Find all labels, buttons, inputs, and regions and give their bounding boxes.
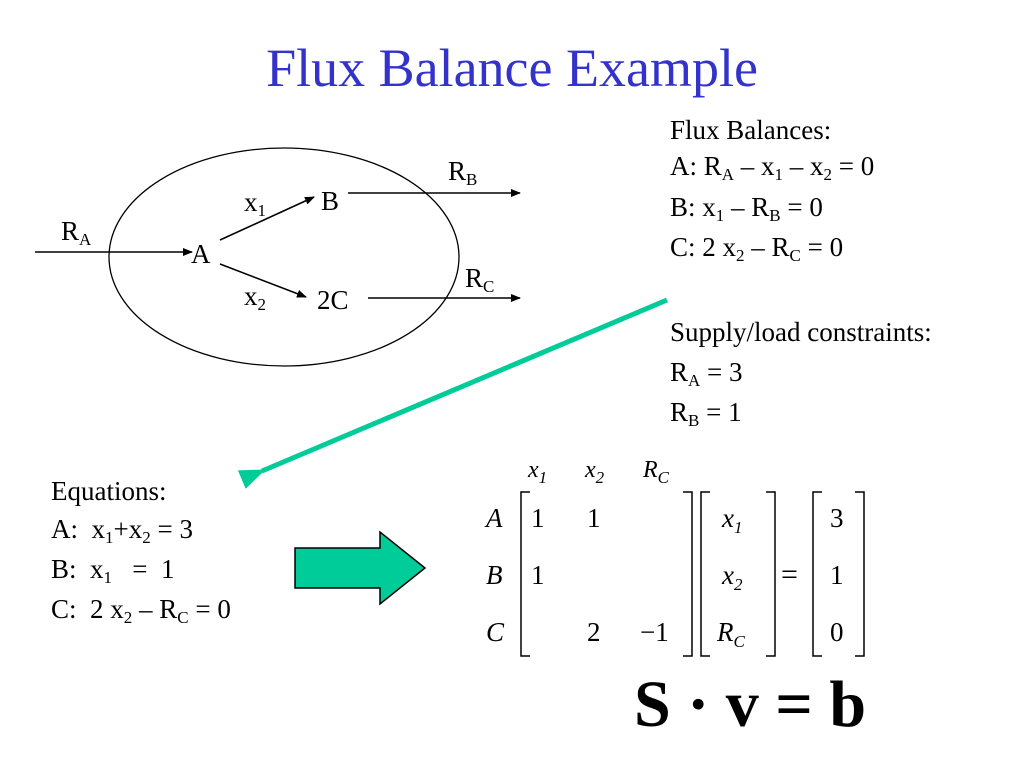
- node-b: B: [321, 186, 340, 216]
- block-arrow-right: [294, 530, 427, 606]
- equation-c: C: 2 x2 – RC = 0: [51, 594, 231, 627]
- v-cell-x2: x2: [722, 560, 743, 594]
- final-equation: S · v = b: [634, 668, 867, 741]
- b-cell: 3: [830, 503, 844, 533]
- row-label-b: B: [486, 560, 503, 590]
- node-2c: 2C: [317, 285, 349, 315]
- arrow-x1: [219, 196, 315, 241]
- flux-balance-c: C: 2 x2 – RC = 0: [670, 232, 844, 265]
- col-header-x1: x1: [528, 457, 548, 487]
- label-rc-out: RC: [465, 263, 495, 296]
- label-ra-in: RA: [61, 216, 92, 249]
- flux-balance-a: A: RA – x1 – x2 = 0: [670, 151, 875, 184]
- system-boundary-ellipse: [108, 147, 460, 367]
- label-x1: x1: [244, 187, 266, 220]
- s-cell: 1: [531, 503, 545, 533]
- node-a: A: [191, 239, 211, 269]
- s-cell: 2: [587, 617, 601, 647]
- flux-balance-b: B: x1 – RB = 0: [670, 192, 823, 225]
- b-cell: 0: [830, 617, 844, 647]
- slide-title: Flux Balance Example: [266, 38, 758, 98]
- v-cell-x1: x1: [722, 503, 743, 537]
- v-cell-rc: RC: [717, 617, 745, 651]
- constraints-heading: Supply/load constraints:: [670, 317, 932, 347]
- constraint-rb: RB = 1: [670, 397, 742, 430]
- matrix-brackets: [520, 491, 865, 657]
- matrix-equals: =: [781, 558, 798, 591]
- equation-b: B: x1 = 1: [51, 554, 175, 587]
- constraint-ra: RA = 3: [670, 357, 743, 390]
- equations-heading: Equations:: [51, 476, 167, 506]
- row-label-a: A: [486, 503, 503, 533]
- arrow-x2: [219, 263, 307, 298]
- s-cell: 1: [531, 560, 545, 590]
- label-rb-out: RB: [448, 156, 478, 189]
- equation-a: A: x1+x2 = 3: [51, 514, 193, 547]
- col-header-rc: RC: [643, 457, 670, 487]
- flux-balances-heading: Flux Balances:: [670, 115, 832, 145]
- b-cell: 1: [830, 560, 844, 590]
- col-header-x2: x2: [585, 457, 605, 487]
- s-cell: 1: [587, 503, 601, 533]
- row-label-c: C: [486, 617, 505, 647]
- label-x2: x2: [244, 281, 266, 314]
- teal-connector-arrow: [237, 297, 668, 489]
- s-cell: −1: [640, 617, 669, 647]
